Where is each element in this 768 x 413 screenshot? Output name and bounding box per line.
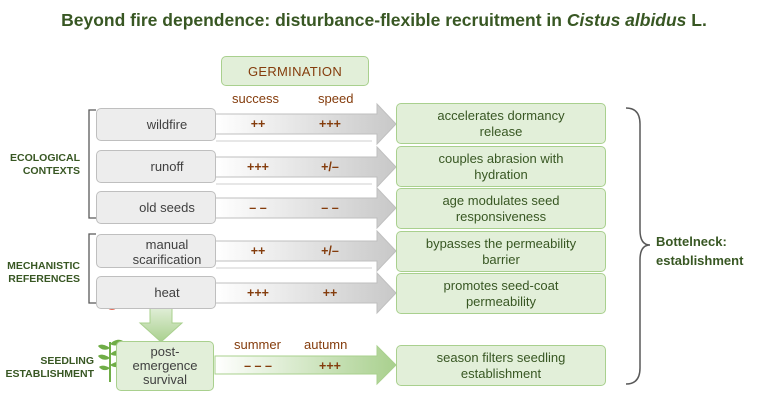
context-ecological: ECOLOGICAL CONTEXTS xyxy=(10,152,80,177)
bracket-bottleneck xyxy=(625,107,651,385)
value-scarification-success: ++ xyxy=(250,244,266,258)
value-heat-speed: ++ xyxy=(322,286,338,300)
value-old-seeds-speed: – – xyxy=(321,201,339,215)
arrow-old-seeds xyxy=(214,186,397,230)
value-summer: – – – xyxy=(244,359,272,373)
value-autumn: +++ xyxy=(319,359,341,373)
title-main: Beyond fire dependence: disturbance-flex… xyxy=(61,10,567,30)
value-runoff-success: +++ xyxy=(247,160,269,174)
row-box-runoff: runoff xyxy=(96,150,216,183)
row-label-runoff: runoff xyxy=(150,159,184,174)
row-box-old-seeds: old seeds xyxy=(96,191,216,224)
col-header-autumn: autumn xyxy=(304,337,348,352)
row-label-wildfire: wildfire xyxy=(146,117,188,132)
row-box-post-emergence: post- emergence survival xyxy=(116,341,214,391)
row-box-heat: heat xyxy=(96,276,216,309)
col-header-success: success xyxy=(232,91,279,106)
context-mechanistic: MECHANISTIC REFERENCES xyxy=(7,260,80,285)
col-header-speed: speed xyxy=(318,91,354,106)
value-wildfire-success: ++ xyxy=(250,117,266,131)
arrow-establishment xyxy=(214,344,397,386)
value-heat-success: +++ xyxy=(247,286,269,300)
row-label-heat: heat xyxy=(154,285,180,300)
bracket-mechanistic xyxy=(88,233,96,304)
bottleneck-label: Bottelneck: establishment xyxy=(656,234,744,268)
bracket-ecological xyxy=(88,109,96,219)
arrow-wildfire xyxy=(214,102,397,146)
title-species: Cistus albidus xyxy=(566,10,687,30)
row-box-wildfire: wildfire xyxy=(96,108,216,141)
diagram-title: Beyond fire dependence: disturbance-flex… xyxy=(0,10,768,31)
arrow-scarification xyxy=(214,229,397,273)
germination-header: GERMINATION xyxy=(221,56,369,86)
arrow-heat xyxy=(214,271,397,315)
row-label-post-emergence: post- emergence survival xyxy=(132,344,198,387)
row-box-scarification: manual scarification xyxy=(96,234,216,268)
title-suffix: L. xyxy=(686,10,707,30)
arrow-down-to-establishment xyxy=(138,306,184,343)
row-label-old-seeds: old seeds xyxy=(139,200,195,215)
value-old-seeds-success: – – xyxy=(249,201,267,215)
value-wildfire-speed: +++ xyxy=(319,117,341,131)
value-runoff-speed: +/– xyxy=(321,160,339,174)
col-header-summer: summer xyxy=(234,337,281,352)
context-seedling: SEEDLING ESTABLISHMENT xyxy=(5,355,94,380)
arrow-runoff xyxy=(214,145,397,189)
row-label-scarification: manual scarification xyxy=(132,237,202,267)
value-scarification-speed: +/– xyxy=(321,244,339,258)
